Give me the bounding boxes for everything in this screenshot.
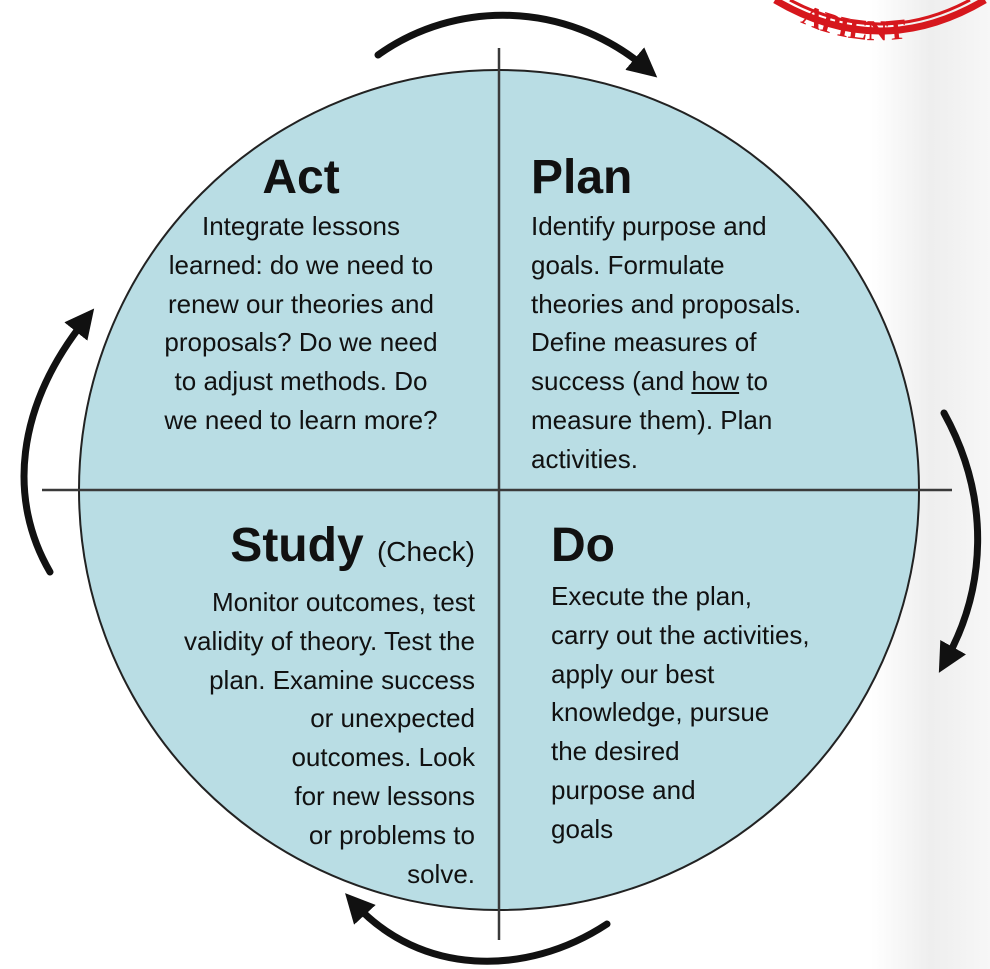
- study-subtitle: (Check): [376, 536, 475, 567]
- quadrant-act: Act Integrate lessons learned: do we nee…: [120, 150, 482, 440]
- study-body: Monitor outcomes, test validity of theor…: [184, 587, 475, 889]
- quadrant-do: Do Execute the plan, carry out the activ…: [551, 517, 891, 849]
- stamp-logo: APIENT: [773, 0, 987, 47]
- arrow-right-icon: [938, 409, 982, 673]
- plan-body: Identify purpose and goals. Formulate th…: [531, 207, 871, 479]
- do-body: Execute the plan, carry out the activiti…: [551, 581, 810, 844]
- quadrant-study: Study (Check) Monitor outcomes, test val…: [105, 517, 475, 893]
- do-title: Do: [551, 519, 615, 572]
- study-heading: Study (Check): [105, 517, 475, 581]
- plan-body-part1: Identify purpose and goals. Formulate th…: [531, 211, 802, 397]
- svg-text:APIENT: APIENT: [797, 0, 907, 47]
- arrow-bottom-icon: [345, 893, 611, 965]
- arrow-left-icon: [20, 308, 95, 576]
- stamp-text: APIENT: [797, 0, 907, 47]
- plan-title: Plan: [531, 151, 633, 204]
- arrow-top-icon: [374, 11, 658, 78]
- plan-body-part2: to measure them). Plan activities.: [531, 366, 773, 474]
- act-title: Act: [262, 151, 340, 204]
- act-body: Integrate lessons learned: do we need to…: [164, 211, 438, 435]
- study-title: Study: [230, 519, 364, 572]
- plan-body-underlined: how: [691, 366, 740, 397]
- quadrant-plan: Plan Identify purpose and goals. Formula…: [531, 150, 871, 479]
